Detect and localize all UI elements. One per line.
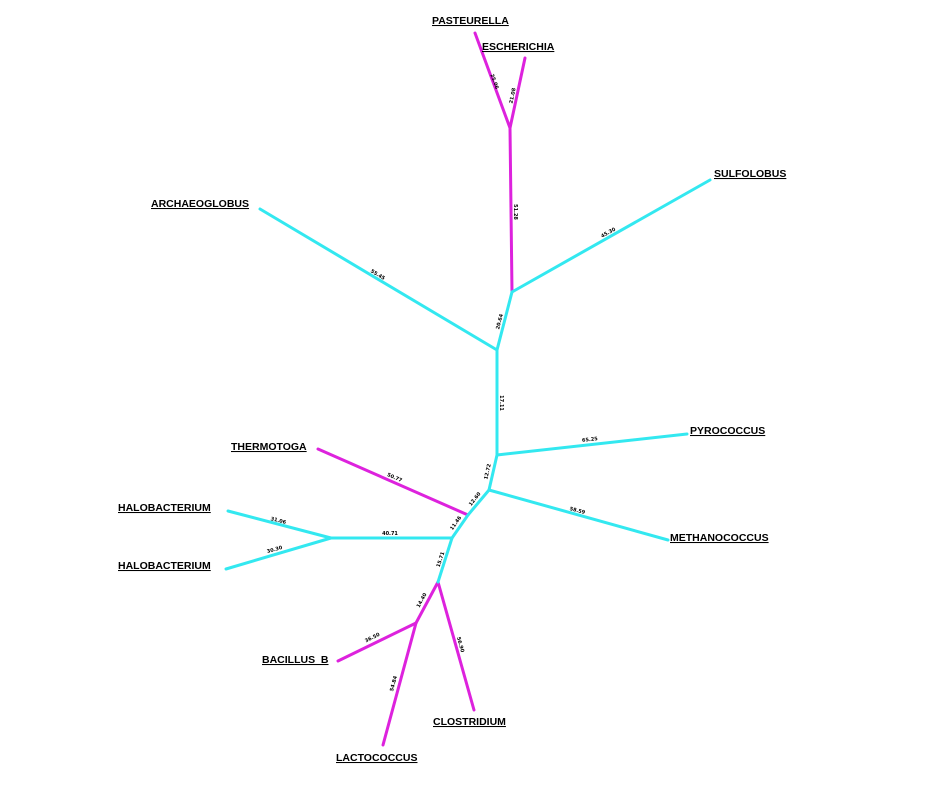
branch-pasteurella xyxy=(473,31,512,130)
length-gammaproteo-stem: 51.28 xyxy=(512,204,518,220)
branch-stem-lower xyxy=(487,453,499,492)
length-stem-lower: 12.72 xyxy=(483,463,493,480)
length-halobacterium-2: 30.30 xyxy=(266,545,283,555)
branch-stem-upper xyxy=(495,290,514,352)
branch-thermotoga xyxy=(316,447,470,517)
branch-halobacterium-2 xyxy=(224,536,333,571)
branch-gammaproteo-stem xyxy=(508,126,514,294)
length-pyrococcus: 65.25 xyxy=(582,436,599,444)
branch-archaeoglobus xyxy=(258,207,499,352)
label-archaeoglobus: ARCHAEOGLOBUS xyxy=(151,198,249,210)
length-pasteurella: 25.06 xyxy=(488,73,499,90)
branch-bacillus-stem xyxy=(414,580,440,625)
branch-bacillus-b xyxy=(336,621,418,663)
branch-firmicutes-stem xyxy=(436,536,454,584)
label-bacillus-b: BACILLUS_B xyxy=(262,654,329,666)
length-halo-stem: 40.71 xyxy=(382,531,398,537)
branch-clostridium xyxy=(436,580,476,712)
branch-pyrococcus xyxy=(495,432,689,457)
length-halobacterium-1: 31.06 xyxy=(270,516,287,526)
length-firmicutes-stem: 15.71 xyxy=(436,551,447,568)
length-clostridium: 56.90 xyxy=(455,636,465,653)
branch-sulfolobus xyxy=(510,178,712,294)
length-stem-upper: 20.64 xyxy=(495,313,505,330)
branch-halobacterium-1 xyxy=(226,509,333,540)
length-escherichia: 21.08 xyxy=(508,87,517,104)
branch-stem-halo-node xyxy=(450,513,470,540)
label-thermotoga: THERMOTOGA xyxy=(231,441,307,453)
label-pasteurella: PASTEURELLA xyxy=(432,15,509,27)
branch-stem-thermotoga xyxy=(466,488,491,517)
branch-escherichia xyxy=(508,56,527,130)
label-escherichia: ESCHERICHIA xyxy=(482,41,555,53)
label-halobacterium-2: HALOBACTERIUM xyxy=(118,560,211,572)
branch-lactococcus xyxy=(381,621,418,747)
taxon-labels: PASTEURELLA ESCHERICHIA SULFOLOBUS ARCHA… xyxy=(118,15,786,764)
length-methanococcus: 58.59 xyxy=(569,506,586,516)
label-sulfolobus: SULFOLOBUS xyxy=(714,168,786,180)
archaea-branches xyxy=(224,178,712,584)
label-pyrococcus: PYROCOCCUS xyxy=(690,425,765,437)
label-lactococcus: LACTOCOCCUS xyxy=(336,752,417,764)
label-methanococcus: METHANOCOCCUS xyxy=(670,532,769,544)
label-clostridium: CLOSTRIDIUM xyxy=(433,716,506,728)
branch-methanococcus xyxy=(487,488,670,542)
length-stem-central: 17.11 xyxy=(498,395,504,411)
length-lactococcus: 54.84 xyxy=(389,675,399,692)
bacteria-branches xyxy=(316,31,527,747)
label-halobacterium-1: HALOBACTERIUM xyxy=(118,502,211,514)
